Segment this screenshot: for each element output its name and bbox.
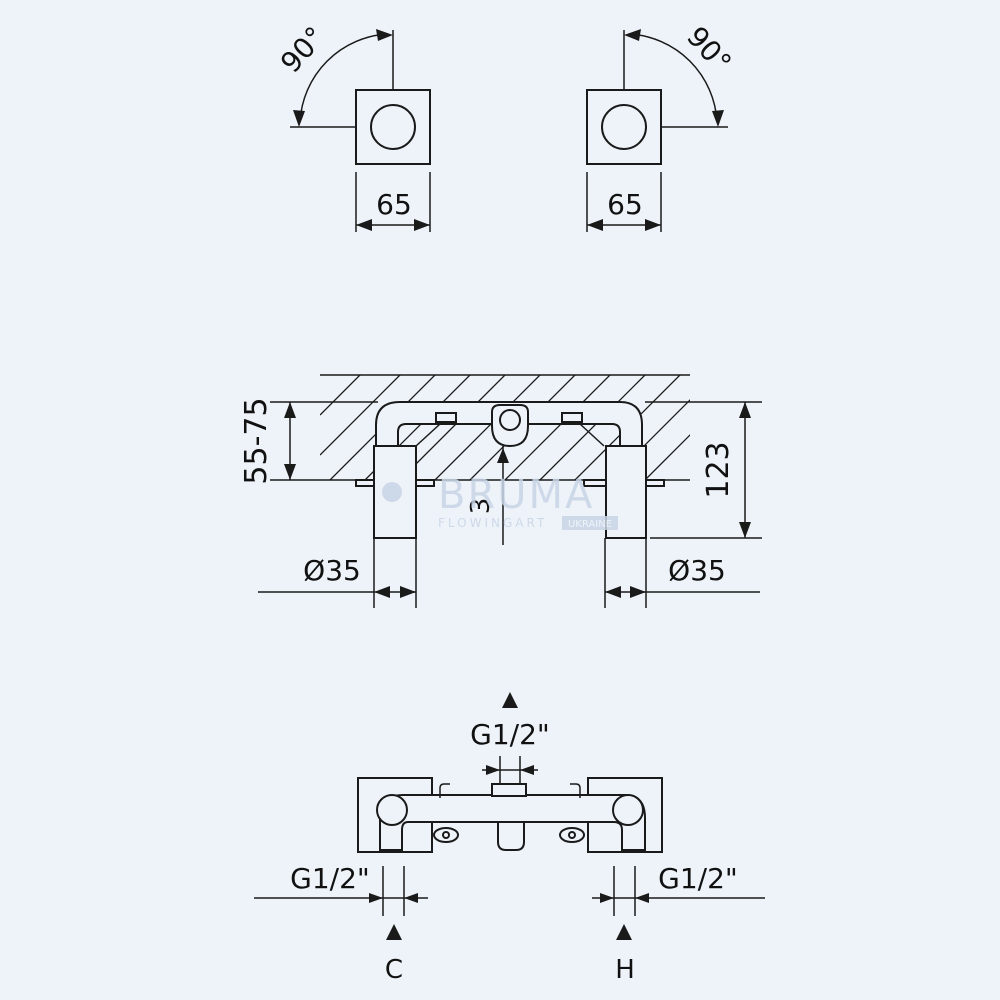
right-angle-label: 90° [680, 20, 738, 79]
left-diameter-dimension: Ø35 [258, 538, 417, 608]
watermark-region-box [562, 516, 618, 530]
top-right-handle: 90° 65 [586, 20, 738, 232]
left-angle-label: 90° [274, 20, 332, 79]
cold-label: C [385, 955, 403, 985]
bottom-mixer-body [376, 783, 646, 851]
top-left-handle: 90° 65 [274, 20, 431, 232]
cold-arrow-icon [386, 924, 402, 940]
watermark-logo-mark [382, 482, 402, 502]
right-diameter-dimension: Ø35 [604, 538, 760, 608]
bottom-view: G1/2" G1/2" C G1/2" H [254, 692, 765, 985]
offset-dimension: 3 [466, 446, 509, 545]
watermark-brand: BRUMA [438, 472, 594, 518]
watermark: BRUMA FLOWINGART UKRAINE [382, 472, 618, 530]
hot-arrow-icon [616, 924, 632, 940]
height-label: 123 [701, 441, 736, 498]
watermark-region: UKRAINE [568, 519, 612, 530]
right-width-label: 65 [607, 188, 643, 221]
right-inlet-thread-label: G1/2" [658, 862, 738, 895]
mixer-body-section [375, 401, 643, 448]
right-plate [586, 89, 662, 165]
outlet-thread-dimension: G1/2" [470, 692, 550, 784]
left-diameter-label: Ø35 [303, 554, 361, 587]
right-inlet-dimension: G1/2" H [592, 862, 765, 985]
right-diameter-label: Ø35 [668, 554, 726, 587]
right-knob [601, 104, 647, 150]
left-plate [355, 89, 431, 165]
left-width-label: 65 [376, 188, 412, 221]
hot-label: H [615, 955, 635, 985]
top-view: 90° 65 90° 65 [274, 20, 738, 232]
left-inlet-thread-label: G1/2" [290, 862, 370, 895]
depth-label: 55-75 [239, 397, 274, 484]
outlet-thread-label: G1/2" [470, 718, 550, 751]
offset-label: 3 [466, 498, 496, 515]
left-inlet-dimension: G1/2" C [254, 862, 428, 985]
height-dimension: 123 [645, 401, 762, 539]
left-knob [370, 104, 416, 150]
depth-dimension: 55-75 [239, 397, 378, 485]
outlet-arrow-icon [502, 692, 518, 708]
watermark-tagline: FLOWINGART [438, 516, 547, 530]
